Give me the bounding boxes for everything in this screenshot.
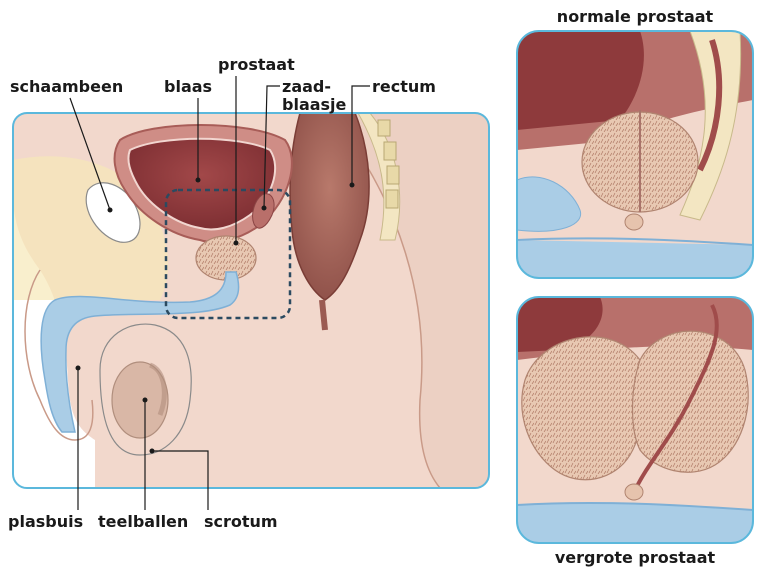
label-rectum: rectum (372, 77, 436, 96)
inset-title-enlarged: vergrote prostaat (555, 548, 716, 567)
inset-title-normal: normale prostaat (557, 7, 714, 26)
label-prostaat: prostaat (218, 55, 295, 74)
label-zaadblaasje-line1: zaad- (282, 77, 331, 96)
inset-normal-prostate (517, 31, 753, 278)
label-scrotum: scrotum (204, 512, 278, 531)
label-blaas: blaas (164, 77, 212, 96)
label-teelballen: teelballen (98, 512, 188, 531)
label-zaadblaasje-line2: blaasje (282, 95, 347, 114)
inset-enlarged-prostate (517, 297, 753, 543)
label-plasbuis: plasbuis (8, 512, 83, 531)
label-schaambeen: schaambeen (10, 77, 123, 96)
main-illustration (13, 113, 489, 488)
